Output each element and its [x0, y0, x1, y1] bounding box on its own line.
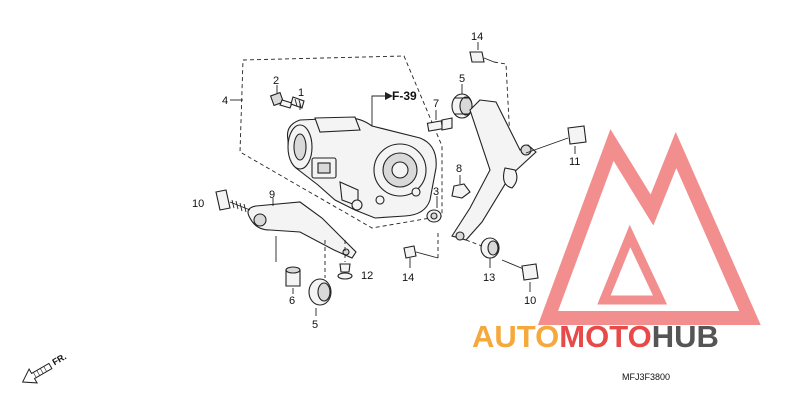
- callout-14-upper: 14: [471, 31, 483, 43]
- diagram-code: MFJ3F3800: [622, 372, 670, 382]
- reference-label: F-39: [392, 89, 417, 103]
- part-14-bolt-upper: [469, 42, 511, 141]
- part-1-pin: [290, 96, 305, 110]
- part-7-bolt: [426, 110, 453, 132]
- callout-7: 7: [433, 98, 439, 110]
- callout-9: 9: [269, 189, 275, 201]
- front-arrow-icon: [21, 362, 53, 384]
- callout-8: 8: [456, 163, 462, 175]
- part-9-bracket: [247, 198, 357, 259]
- callout-13: 13: [483, 272, 495, 284]
- callout-10-right: 10: [524, 295, 536, 307]
- watermark-text-moto: MOTO: [559, 319, 651, 354]
- watermark-inner-triangle: [597, 224, 668, 305]
- front-label: FR.: [51, 351, 69, 367]
- callout-4: 4: [222, 95, 228, 107]
- watermark-text-hub: HUB: [652, 319, 719, 354]
- part-8-nut: [451, 175, 471, 199]
- part-13-grommet: [465, 237, 500, 268]
- callout-6: 6: [289, 295, 295, 307]
- part-10-bolt-lower: [501, 259, 539, 292]
- front-direction-indicator: FR.: [21, 351, 69, 384]
- part-11-bolt: [525, 125, 587, 154]
- callout-2: 2: [273, 75, 279, 87]
- watermark-text: AUTOMOTOHUB: [472, 319, 719, 354]
- part-6-collar: [275, 236, 301, 294]
- callout-3: 3: [433, 186, 439, 198]
- watermark-text-auto: AUTO: [472, 319, 559, 354]
- part-3-washer: [426, 196, 442, 223]
- watermark-logo: [537, 129, 761, 325]
- callout-1: 1: [298, 87, 304, 99]
- callout-5-lower: 5: [312, 319, 318, 331]
- part-5-grommet-upper: [451, 84, 473, 119]
- callout-10-left: 10: [192, 198, 204, 210]
- right-bracket: [451, 99, 537, 241]
- assembly-outline: [239, 55, 443, 229]
- part-5-grommet-lower: [308, 240, 332, 316]
- callout-12: 12: [361, 270, 373, 282]
- actuator-assembly: [286, 116, 437, 219]
- callout-5-upper: 5: [459, 73, 465, 85]
- part-10-bolt-left: [215, 189, 251, 213]
- callout-11: 11: [569, 156, 580, 168]
- part-2-screw: [269, 85, 293, 109]
- part-12-screw: [337, 240, 353, 280]
- part-14-bolt-lower: [403, 232, 439, 268]
- callout-14-lower: 14: [402, 272, 414, 284]
- watermark-triangle: [537, 129, 761, 325]
